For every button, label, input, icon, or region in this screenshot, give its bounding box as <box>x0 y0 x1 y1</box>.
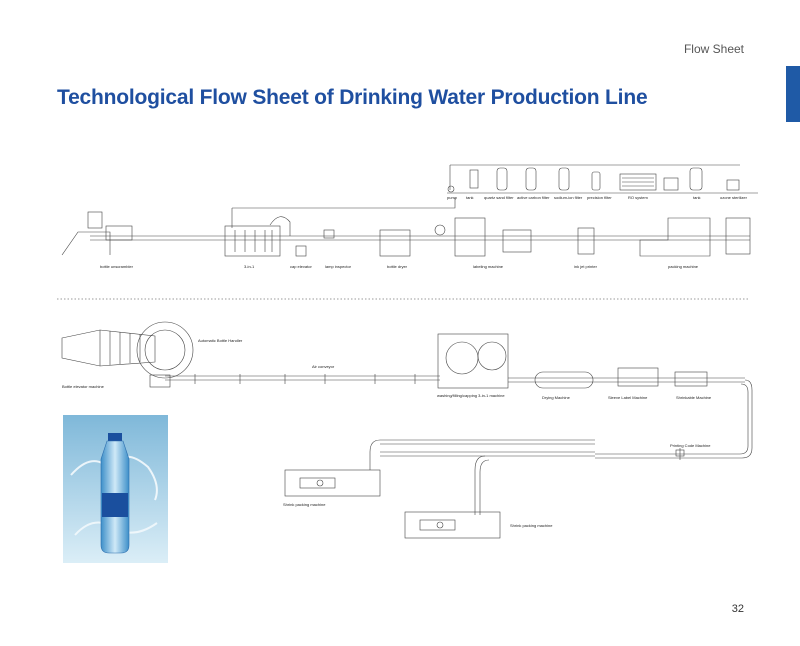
label-shrinkable: Shrinkable Machine <box>676 395 712 400</box>
line-label-dryer: bottle dryer <box>387 264 408 269</box>
label-elevator: Bottle elevator machine <box>62 384 105 389</box>
section-label: Flow Sheet <box>683 42 744 56</box>
treatment-label-precision: precision filter <box>587 195 612 200</box>
treatment-label-carbon: active carbon filter <box>517 195 550 200</box>
line-label-cap-elevator: cap elevator <box>290 264 312 269</box>
line-label-inkjet: ink jet printer <box>574 264 598 269</box>
line-label-packing: packing machine <box>668 264 699 269</box>
page-number: 32 <box>731 603 744 615</box>
line-label-3in1: 3-in-1 <box>244 264 255 269</box>
label-printing: Printing Code Machine <box>670 443 711 448</box>
treatment-label-ozone: ozone sterilizer <box>720 195 748 200</box>
label-washing: washing/filling/capping 3-in-1 machine <box>437 393 505 398</box>
treatment-label-sodium: sodium-ion filter <box>554 195 583 200</box>
label-sleeve: Sleeve Label Machine <box>608 395 648 400</box>
treatment-label-tank: tank <box>466 195 474 200</box>
page-title: Technological Flow Sheet of Drinking Wat… <box>57 86 648 109</box>
label-shrink1: Shrink packing machine <box>283 502 326 507</box>
water-bottle-photo <box>63 415 168 563</box>
line-label-labeling: labeling machine <box>473 264 504 269</box>
label-air-conveyor: Air conveyor <box>312 364 335 369</box>
line-label-lamp: lamp inspector <box>325 264 352 269</box>
label-auto-handler: Automatic Bottle Handler <box>198 338 243 343</box>
line-label-unscrambler: bottle unscrambler <box>100 264 134 269</box>
label-shrink2: Shrink packing machine <box>510 523 553 528</box>
treatment-label-tank2: tank <box>693 195 701 200</box>
section-tab <box>786 66 800 122</box>
treatment-label-quartz: quartz sand filter <box>484 195 514 200</box>
treatment-label-ro: RO system <box>628 195 648 200</box>
label-drying: Drying Machine <box>542 395 571 400</box>
treatment-label-pump: pump <box>447 195 458 200</box>
